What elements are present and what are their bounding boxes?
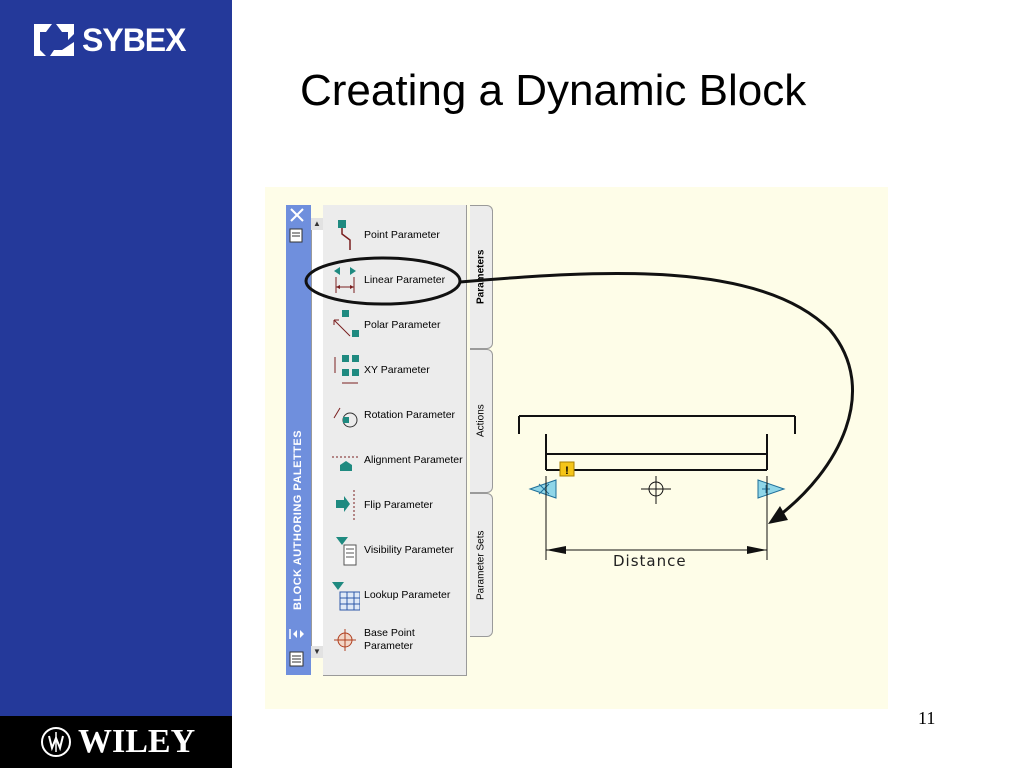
highlight-ellipse [304,256,462,306]
tab-actions[interactable]: Actions [470,349,493,493]
wiley-logo: WILEY [40,722,195,762]
dimension-line [545,476,768,560]
palette-item-base-point-parameter[interactable]: Base Point Parameter [326,620,464,660]
warning-icon[interactable]: ! [559,461,575,477]
wiley-seal-icon [41,727,71,757]
wiley-wordmark: WILEY [78,723,196,760]
polar-parameter-icon [326,307,364,343]
left-grip-icon[interactable] [528,479,557,499]
brand-footer [0,716,232,768]
palette-item-flip-parameter[interactable]: Flip Parameter [326,485,464,525]
rotation-parameter-icon [326,397,364,433]
palette-item-xy-parameter[interactable]: XY Parameter [326,350,464,390]
dimension-label: Distance [610,552,690,570]
palette-item-lookup-parameter[interactable]: Lookup Parameter [326,575,464,615]
center-crosshair-icon [641,476,671,504]
tab-parameters[interactable]: Parameters [470,205,493,349]
palette-item-alignment-parameter[interactable]: Alignment Parameter [326,440,464,480]
callout-arrow [459,271,855,520]
block-geometry [518,415,796,471]
palette-item-point-parameter[interactable]: Point Parameter [326,215,464,255]
visibility-parameter-icon [326,532,364,568]
sybex-wordmark: SYBEX [82,21,186,58]
palette-scrollbar[interactable] [311,218,324,658]
flip-parameter-icon [326,487,364,523]
scroll-down-icon[interactable]: ▼ [311,646,323,658]
tab-parameter-sets[interactable]: Parameter Sets [470,493,493,637]
svg-text:!: ! [565,465,569,477]
right-grip-icon[interactable] [757,479,786,499]
scroll-up-icon[interactable]: ▲ [311,218,323,230]
brand-sidebar [0,0,232,716]
palette-item-linear-parameter[interactable]: Linear Parameter [326,260,464,300]
page-number: 11 [918,708,936,728]
sybex-logo: SYBEX [32,18,186,62]
xy-parameter-icon [326,352,364,388]
lookup-parameter-icon [326,577,364,613]
palette-item-rotation-parameter[interactable]: Rotation Parameter [326,395,464,435]
palette-item-polar-parameter[interactable]: Polar Parameter [326,305,464,345]
sybex-mark-icon [34,24,74,56]
point-parameter-icon [326,217,364,253]
base-point-parameter-icon [326,622,364,658]
palette-item-visibility-parameter[interactable]: Visibility Parameter [326,530,464,570]
page-title: Creating a Dynamic Block [300,66,807,115]
linear-parameter-icon [326,262,364,298]
alignment-parameter-icon [326,442,364,478]
callout-arrowhead-icon [768,506,788,524]
